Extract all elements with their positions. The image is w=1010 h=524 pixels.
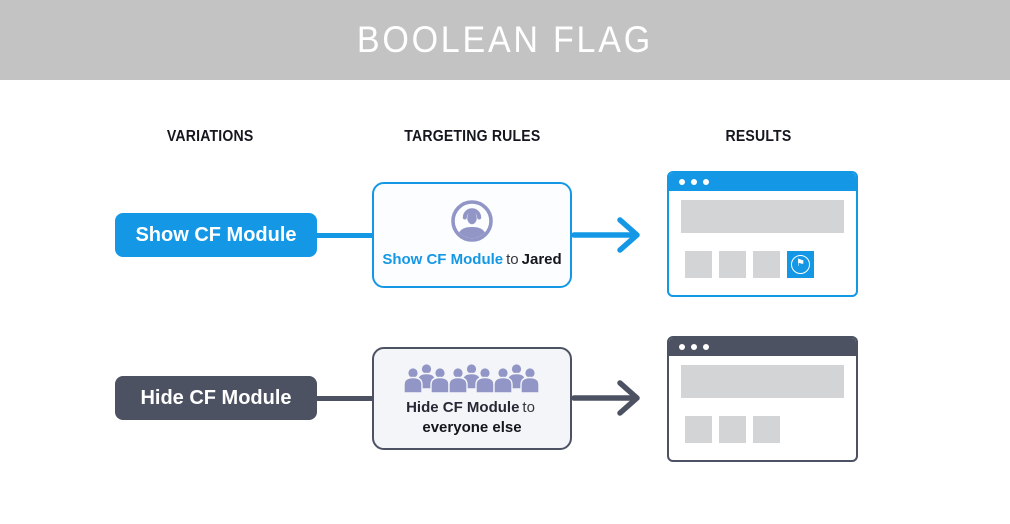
rule-audience: Jared xyxy=(521,251,562,268)
window-dot-icon xyxy=(679,344,685,350)
column-header-results: RESULTS xyxy=(725,128,791,145)
content-placeholder-banner xyxy=(681,200,844,233)
rule-flag-name: Show CF Module xyxy=(382,251,504,268)
page-header: BOOLEAN FLAG xyxy=(0,0,1010,80)
content-placeholder-row: ⚑ xyxy=(685,251,856,278)
window-titlebar xyxy=(669,173,856,191)
content-placeholder-square xyxy=(719,416,746,443)
column-header-targeting-rules: TARGETING RULES xyxy=(403,128,541,145)
variation-pill-show-cf-module: Show CF Module xyxy=(115,213,317,257)
column-header-variations: VARIATIONS xyxy=(166,128,254,145)
content-placeholder-square xyxy=(753,251,780,278)
crowd-icon xyxy=(403,363,540,394)
arrow-right-icon xyxy=(572,217,640,253)
window-dot-icon xyxy=(691,179,697,185)
window-dot-icon xyxy=(679,179,685,185)
rule-flag-name: Hide CF Module xyxy=(406,399,520,416)
rule-connector-word: to xyxy=(522,399,535,416)
content-placeholder-square xyxy=(753,416,780,443)
variation-label: Hide CF Module xyxy=(140,386,292,409)
rule-connector-word: to xyxy=(506,251,519,268)
cf-module-tile: ⚑ xyxy=(787,251,814,278)
page-title: BOOLEAN FLAG xyxy=(356,19,654,60)
content-placeholder-square xyxy=(685,416,712,443)
content-placeholder-square xyxy=(719,251,746,278)
rule-audience: everyone else xyxy=(422,419,522,436)
window-dot-icon xyxy=(703,179,709,185)
connector-line xyxy=(316,233,373,238)
flag-badge-icon: ⚑ xyxy=(791,255,810,274)
window-dot-icon xyxy=(703,344,709,350)
window-dot-icon xyxy=(691,344,697,350)
browser-window-mockup-show: ⚑ xyxy=(667,171,858,297)
single-user-icon xyxy=(451,200,493,242)
arrow-right-icon xyxy=(572,380,640,416)
window-titlebar xyxy=(669,338,856,356)
variation-label: Show CF Module xyxy=(135,223,297,246)
content-placeholder-square xyxy=(685,251,712,278)
browser-window-mockup-hide xyxy=(667,336,858,462)
content-placeholder-row xyxy=(685,416,856,443)
connector-line xyxy=(316,396,373,401)
content-placeholder-banner xyxy=(681,365,844,398)
variation-pill-hide-cf-module: Hide CF Module xyxy=(115,376,317,420)
